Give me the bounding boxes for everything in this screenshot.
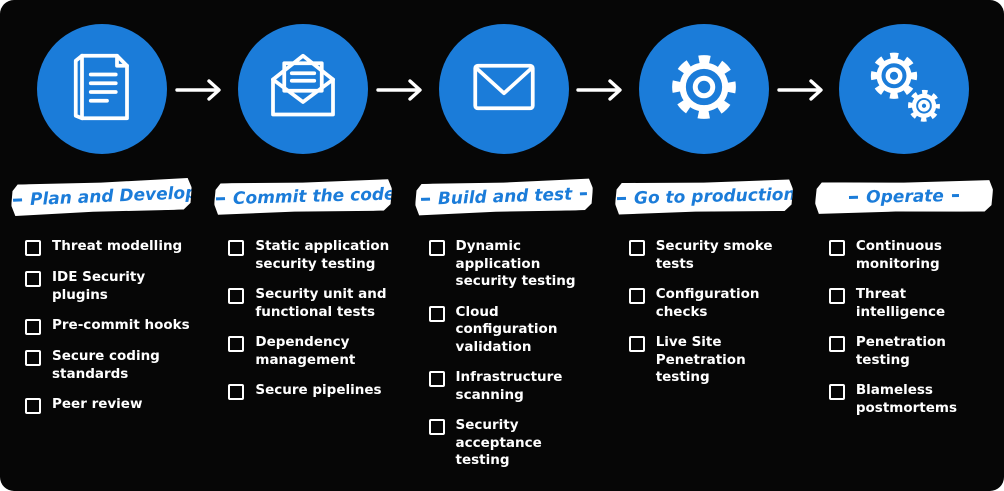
checklist-item-label: Static application security testing	[255, 238, 390, 272]
checklist-item: Infrastructure scanning	[428, 369, 600, 404]
checklist-item-label: Penetration testing	[855, 334, 946, 368]
checklist-item: Configuration checks	[628, 286, 800, 321]
stage-label: Operate	[849, 186, 959, 208]
stage-label: Build and test	[420, 184, 587, 210]
envelope-icon	[464, 47, 544, 131]
checkbox-icon	[628, 240, 645, 256]
flow-arrow-icon	[776, 77, 830, 103]
checklist-item: Cloud configuration validation	[428, 303, 600, 357]
checkbox-icon	[428, 305, 445, 322]
checklist-item: Security unit and functional tests	[228, 286, 399, 321]
gears-icon	[864, 47, 944, 131]
checkbox-icon	[828, 240, 845, 256]
checklist-item-label: Live Site Penetration testing	[655, 334, 746, 386]
checkbox-icon	[25, 350, 41, 367]
envelope-open-icon	[263, 47, 343, 131]
stage-circle	[838, 24, 969, 154]
flow-arrow-icon	[575, 77, 629, 103]
checkbox-icon	[828, 336, 845, 353]
checklist-item-label: Cloud configuration validation	[455, 303, 558, 355]
stage-label: Plan and Develop	[13, 182, 213, 210]
checklist-item: Secure pipelines	[228, 382, 399, 401]
checkbox-icon	[228, 336, 245, 353]
stage-banner: Go to production	[614, 179, 793, 215]
gear-icon	[664, 47, 744, 131]
checkbox-icon	[628, 288, 645, 305]
checklist-item-label: Pre-commit hooks	[52, 317, 190, 334]
checklist-item-label: Dependency management	[255, 334, 356, 368]
checklist-item: Secure coding standards	[25, 348, 199, 383]
checkbox-icon	[228, 240, 245, 256]
stage-banner: Commit the code	[214, 179, 393, 216]
stage-label: Commit the code	[216, 184, 411, 209]
checklist-item-label: Security acceptance testing	[455, 417, 542, 469]
checkbox-icon	[25, 240, 41, 256]
stage-label: Go to production	[616, 184, 810, 209]
checklist-item: Pre-commit hooks	[25, 317, 199, 336]
checklist-item: Security acceptance testing	[428, 417, 600, 470]
checklist-item-label: Configuration checks	[655, 286, 760, 320]
checklist-item: Static application security testing	[228, 238, 399, 273]
stage-banner: Plan and Develop	[11, 177, 193, 217]
checklist-item-label: Dynamic application security testing	[455, 238, 576, 290]
checklist-item: Penetration testing	[828, 334, 1000, 369]
flow-arrow-icon	[375, 77, 429, 103]
flow-arrow-icon	[174, 77, 228, 103]
stage-circle	[438, 24, 569, 154]
stage-circle	[238, 24, 369, 154]
checkbox-icon	[428, 240, 445, 256]
checklist-item: Threat intelligence	[828, 286, 1000, 321]
checkbox-icon	[25, 319, 41, 336]
stage-circle	[36, 24, 167, 154]
stage-banner: Build and test	[414, 178, 593, 216]
checklist-item-label: Secure pipelines	[255, 382, 382, 399]
checkbox-icon	[228, 384, 245, 401]
checklist-item-label: Secure coding standards	[52, 348, 160, 382]
checkbox-icon	[25, 271, 41, 287]
checklist-item-label: Threat intelligence	[855, 286, 946, 320]
checkbox-icon	[628, 336, 645, 353]
checklist-item: Threat modelling	[25, 238, 199, 256]
checklist-item: Security smoke tests	[628, 238, 800, 273]
stage-commit-the-code: Commit the code Static application secur…	[203, 0, 403, 491]
checkbox-icon	[228, 288, 245, 305]
document-icon	[62, 47, 142, 131]
stage-circle	[638, 24, 769, 154]
checklist-item: Dependency management	[228, 334, 399, 369]
checklist-item-label: IDE Security plugins	[52, 269, 146, 303]
checklist-item-label: Peer review	[52, 396, 143, 413]
stage-banner: Operate	[815, 179, 994, 214]
checklist-item-label: Blameless postmortems	[855, 382, 957, 416]
checklist-item-label: Infrastructure scanning	[455, 369, 563, 403]
checklist-item-label: Security smoke tests	[655, 238, 773, 272]
checkbox-icon	[828, 288, 845, 305]
checklist-item-label: Threat modelling	[52, 238, 183, 254]
checklist-item: Blameless postmortems	[828, 382, 1000, 417]
checkbox-icon	[428, 371, 445, 388]
checklist-item: Dynamic application security testing	[428, 238, 600, 291]
checklist-item: IDE Security plugins	[25, 269, 199, 304]
stage-build-and-test: Build and test Dynamic application secur…	[404, 0, 604, 491]
checklist-item-label: Security unit and functional tests	[255, 286, 387, 320]
checklist-item: Peer review	[25, 396, 199, 415]
checklist-item: Continuous monitoring	[828, 238, 1000, 273]
checkbox-icon	[25, 398, 41, 415]
checkbox-icon	[428, 419, 445, 436]
checkbox-icon	[828, 384, 845, 401]
checklist-item-label: Continuous monitoring	[855, 238, 942, 272]
checklist-item: Live Site Penetration testing	[628, 334, 800, 387]
